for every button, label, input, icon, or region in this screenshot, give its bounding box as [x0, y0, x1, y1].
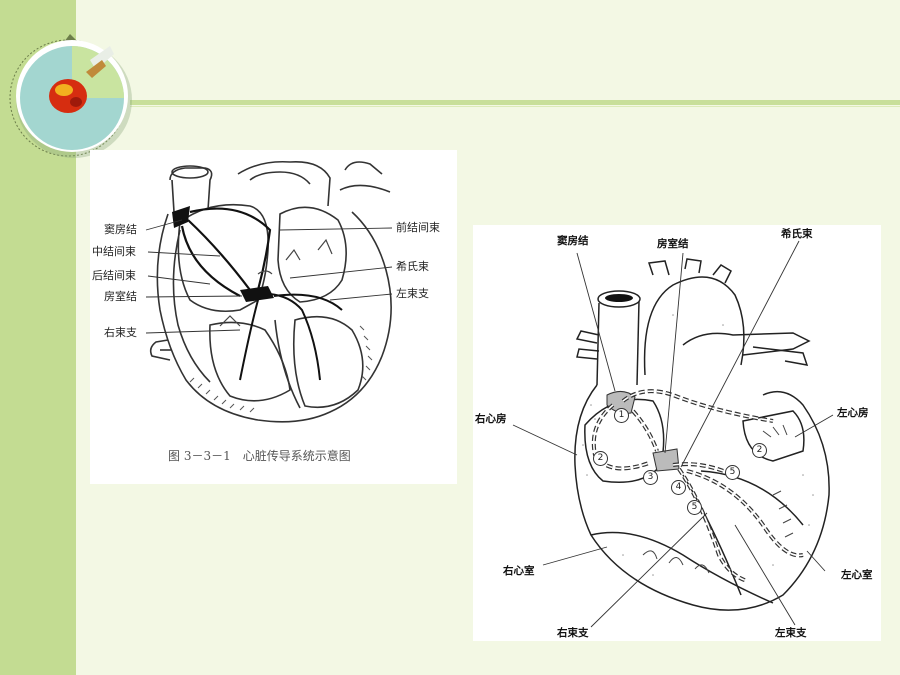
- figure-caption: 图 3－3－1 心脏传导系统示意图: [168, 449, 351, 463]
- heart-exterior-drawing: [512, 240, 834, 628]
- label-sinoatrial-node: 窦房结: [104, 223, 137, 236]
- marker-1: 1: [614, 408, 629, 423]
- marker-5-left: 5: [725, 465, 740, 480]
- label-left-ventricle: 左心室: [841, 569, 873, 581]
- label-right-bundle-branch: 右束支: [557, 627, 589, 639]
- marker-3: 3: [643, 470, 658, 485]
- heart-anatomy-diagram: 窦房结 房室结 希氏束 右心房 左心房 右心室 左心室 右束支 左束支 1 2 …: [473, 225, 881, 641]
- label-anterior-internodal: 前结间束: [396, 221, 440, 234]
- label-his-bundle: 希氏束: [781, 228, 813, 240]
- label-right-atrium: 右心房: [475, 413, 507, 425]
- marker-5-right: 5: [687, 500, 702, 515]
- label-his-bundle: 希氏束: [396, 260, 429, 273]
- heart-section-drawing: [145, 160, 393, 423]
- marker-4: 4: [671, 480, 686, 495]
- label-av-node: 房室结: [657, 238, 689, 250]
- label-left-bundle-branch: 左束支: [396, 287, 429, 300]
- label-left-atrium: 左心房: [837, 407, 869, 419]
- label-right-ventricle: 右心室: [503, 565, 535, 577]
- label-av-node: 房室结: [104, 290, 137, 303]
- conduction-system-diagram: 窦房结 中结间束 后结间束 房室结 右束支 前结间束 希氏束 左束支 图 3－3…: [90, 150, 457, 484]
- label-sinoatrial-node: 窦房结: [557, 235, 589, 247]
- heart-logo-icon: [9, 34, 132, 158]
- marker-2-left-atrium: 2: [752, 443, 767, 458]
- label-right-bundle-branch: 右束支: [104, 326, 137, 339]
- label-middle-internodal: 中结间束: [92, 245, 136, 258]
- marker-2: 2: [593, 451, 608, 466]
- label-posterior-internodal: 后结间束: [92, 269, 136, 282]
- label-left-bundle-branch: 左束支: [775, 627, 807, 639]
